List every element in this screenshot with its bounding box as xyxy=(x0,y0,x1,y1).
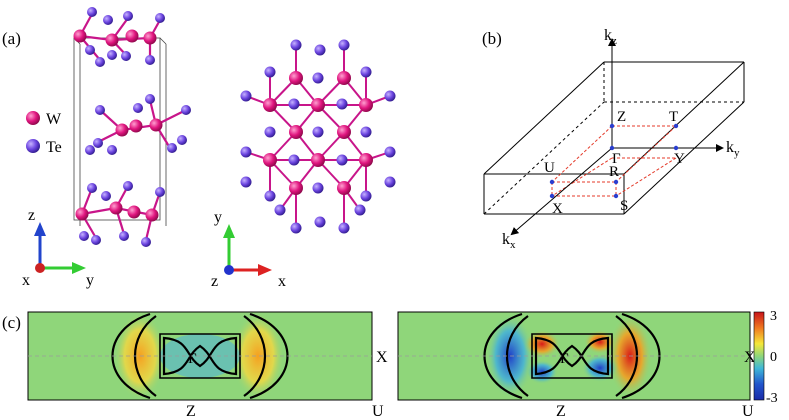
panel-b-label: (b) xyxy=(482,29,502,48)
legend-te-swatch xyxy=(26,139,40,153)
point-gamma-label: Γ xyxy=(612,151,621,167)
legend-w-swatch xyxy=(26,111,40,125)
k-point-labels: Z T Γ Y U R X S xyxy=(544,109,685,217)
point-x-label: X xyxy=(552,201,563,217)
top-axis-up-label: y xyxy=(214,209,222,226)
kz-label: kz xyxy=(604,27,617,47)
colorbar-gradient xyxy=(753,311,765,401)
point-s-label: S xyxy=(620,198,628,214)
brillouin-zone xyxy=(483,61,745,215)
colorbar: 3 0 -3 xyxy=(753,309,778,406)
side-view-axes: z x y xyxy=(22,207,94,289)
top-view-te-atoms xyxy=(240,39,396,234)
point-r-label: R xyxy=(609,164,619,180)
side-view-te-atoms xyxy=(79,7,191,247)
kx-label: kx xyxy=(502,231,516,251)
panel-c-label: (c) xyxy=(2,313,21,332)
top-axis-out-label: z xyxy=(211,273,218,290)
side-axis-out-label: x xyxy=(22,272,30,289)
point-z-label: Z xyxy=(617,109,626,125)
side-axis-right-label: y xyxy=(86,272,94,289)
point-y-label: Y xyxy=(674,151,685,167)
point-t-label: T xyxy=(669,109,678,125)
k-axis-labels: kz ky kx xyxy=(502,27,740,251)
ky-label: ky xyxy=(726,139,740,159)
left-gamma-label: Γ xyxy=(188,351,197,367)
panel-c: (c) Γ X Z U xyxy=(2,309,778,420)
colorbar-max-label: 3 xyxy=(770,309,777,324)
legend-te-label: Te xyxy=(46,139,62,156)
left-x-label: X xyxy=(376,349,388,366)
side-view-w-atoms xyxy=(73,29,163,222)
panel-a-label: (a) xyxy=(2,29,21,48)
k-point-markers xyxy=(549,123,679,199)
left-u-label: U xyxy=(372,403,384,420)
right-z-label: Z xyxy=(556,403,566,420)
k-axes xyxy=(510,38,724,236)
top-axis-right-label: x xyxy=(278,273,286,290)
atom-legend: W Te xyxy=(26,111,62,156)
left-z-label: Z xyxy=(186,403,196,420)
right-berry-map: Γ X Z U xyxy=(397,311,756,420)
right-gamma-label: Γ xyxy=(560,351,569,367)
panel-a: (a) xyxy=(2,7,396,290)
colorbar-mid-label: 0 xyxy=(770,350,777,365)
panel-b: (b) xyxy=(482,27,745,251)
colorbar-min-label: -3 xyxy=(766,391,778,406)
side-axis-up-label: z xyxy=(28,207,35,224)
high-symmetry-path xyxy=(551,125,677,197)
right-x-label: X xyxy=(744,349,756,366)
left-berry-map: Γ X Z U xyxy=(27,311,388,420)
right-u-label: U xyxy=(742,403,754,420)
top-view-w-atoms xyxy=(263,71,373,195)
legend-w-label: W xyxy=(46,111,62,128)
top-view-axes: y z x xyxy=(211,209,286,290)
point-u-label: U xyxy=(544,160,555,176)
